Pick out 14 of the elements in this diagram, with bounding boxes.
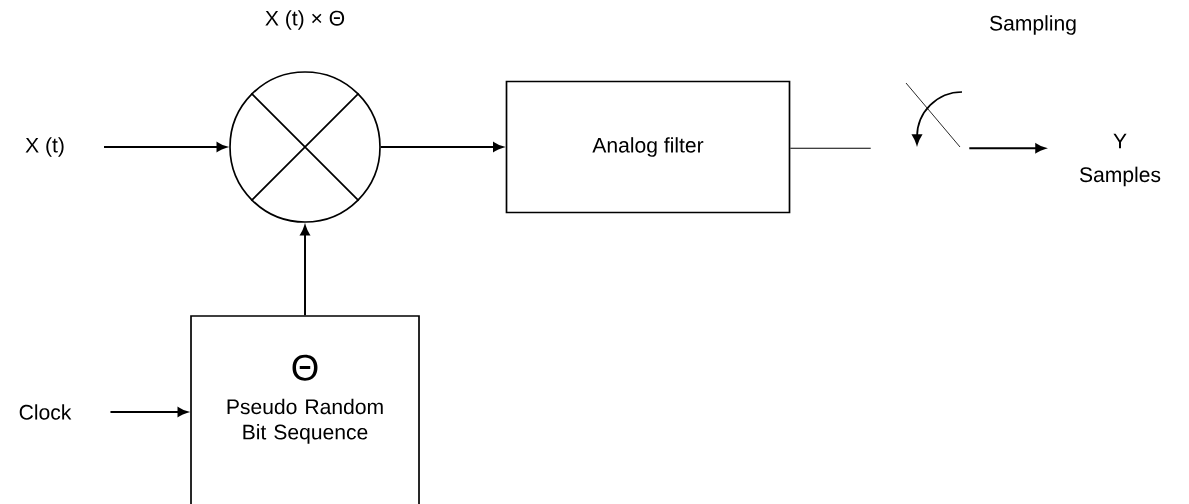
process-box: Analog filter	[505, 80, 791, 214]
signal-label: X (t)	[25, 137, 64, 157]
beside-label: X (t) × Θ	[265, 10, 345, 30]
mixer-circle	[229, 71, 381, 223]
arrow	[968, 143, 1046, 153]
signal-label: Y Samples	[1079, 133, 1161, 187]
process-box: Θ Pseudo Random Bit Sequence	[190, 315, 420, 504]
beside-label: Sampling	[990, 15, 1076, 35]
arrow	[300, 225, 310, 317]
arrow	[109, 407, 188, 417]
signal-label: Clock	[19, 404, 72, 420]
arrow	[103, 142, 227, 152]
arrow	[379, 142, 504, 152]
switch-drawing	[905, 82, 963, 148]
